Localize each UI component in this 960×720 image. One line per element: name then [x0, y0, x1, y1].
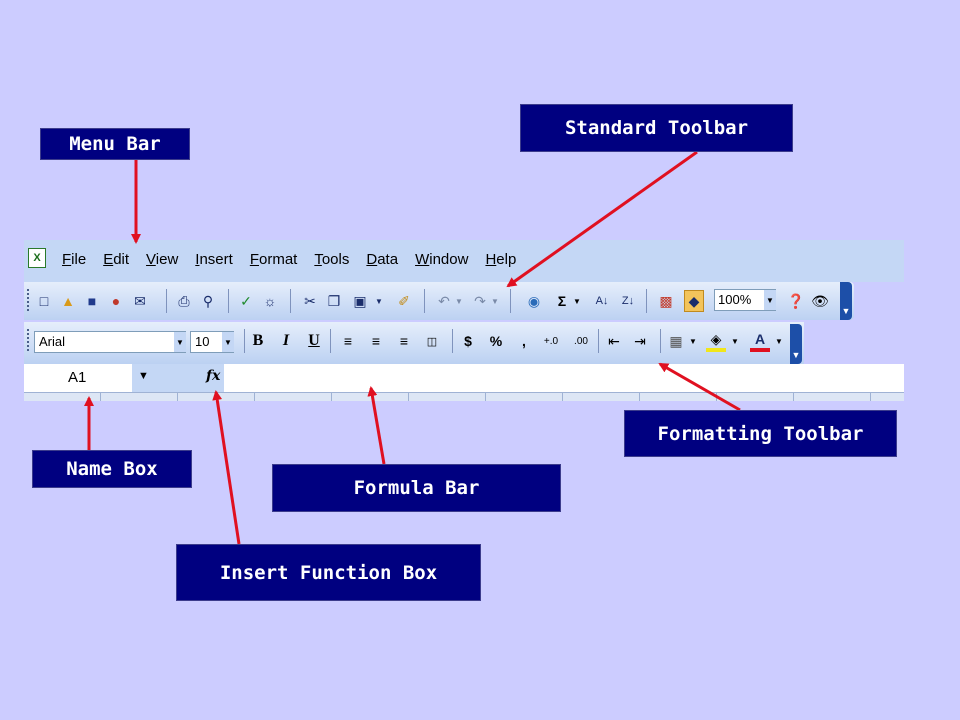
callout-menu-bar: Menu Bar [40, 128, 190, 160]
bold-button[interactable]: B [252, 332, 264, 349]
increase-decimal-button[interactable]: +.0 [543, 335, 559, 347]
separator [290, 289, 291, 313]
paste-icon[interactable]: ▣ [353, 292, 367, 309]
comma-button[interactable]: , [522, 333, 526, 349]
read-icon[interactable]: 👁 [811, 292, 829, 309]
chevron-down-icon[interactable]: ▼ [731, 336, 739, 346]
excel-icon[interactable]: X [28, 248, 46, 268]
research-icon[interactable]: ☼ [263, 293, 277, 309]
sort-descending-icon[interactable]: Z↓ [621, 295, 635, 307]
name-box-dropdown[interactable]: ▼ [132, 364, 224, 392]
callout-insert-function-box: Insert Function Box [176, 544, 481, 601]
separator [244, 329, 245, 353]
font-name-dropdown-icon[interactable]: ▼ [174, 332, 186, 352]
callout-formula-bar: Formula Bar [272, 464, 561, 512]
font-name-select[interactable]: Arial [34, 331, 186, 353]
currency-button[interactable]: $ [464, 333, 472, 349]
separator [598, 329, 599, 353]
copy-icon[interactable]: ❐ [327, 292, 341, 309]
formatting-toolbar: Arial ▼ 10 ▼ B I U ≡ ≡ ≡ ◫ $ % , +.0 .00… [24, 322, 804, 364]
menu-help[interactable]: Help [485, 251, 517, 268]
align-left-icon[interactable]: ≡ [343, 333, 353, 349]
separator [424, 289, 425, 313]
print-icon[interactable]: ⎙ [178, 292, 190, 309]
cut-icon[interactable]: ✂ [304, 292, 316, 309]
hyperlink-icon[interactable]: ◉ [527, 292, 541, 309]
zoom-select[interactable]: 100% [714, 289, 776, 311]
chevron-down-icon[interactable]: ▼ [375, 296, 383, 306]
toolbar-options-icon[interactable]: ▼ [840, 282, 852, 320]
chevron-down-icon[interactable]: ▼ [491, 296, 499, 306]
menu-insert[interactable]: Insert [195, 251, 233, 268]
spelling-icon[interactable]: ✓ [240, 292, 252, 309]
callout-standard-toolbar: Standard Toolbar [520, 104, 793, 152]
chevron-down-icon[interactable]: ▼ [573, 296, 581, 306]
help-icon[interactable]: ❓ [787, 292, 805, 309]
chevron-down-icon[interactable]: ▼ [138, 370, 149, 382]
separator [228, 289, 229, 313]
fill-color-icon[interactable]: ◈ [706, 330, 726, 352]
chart-wizard-icon[interactable]: ▩ [659, 292, 673, 309]
italic-button[interactable]: I [282, 332, 290, 349]
separator [646, 289, 647, 313]
insert-function-button[interactable]: fx [206, 368, 221, 384]
chevron-down-icon[interactable]: ▼ [455, 296, 463, 306]
zoom-dropdown-icon[interactable]: ▼ [764, 290, 776, 310]
align-center-icon[interactable]: ≡ [371, 333, 381, 349]
separator [660, 329, 661, 353]
separator [510, 289, 511, 313]
excel-ui: X File Edit View Insert Format Tools Dat… [24, 240, 904, 401]
menu-format[interactable]: Format [249, 251, 298, 268]
standard-toolbar: □ ▲ ■ ● ✉ ⎙ ⚲ ✓ ☼ ✂ ❐ ▣ ▼ ✐ ↶ ▼ ↷ ▼ ◉ Σ … [24, 282, 854, 320]
menu-data[interactable]: Data [366, 251, 399, 268]
toolbar-options-icon[interactable]: ▼ [790, 324, 802, 364]
menu-bar: X File Edit View Insert Format Tools Dat… [24, 240, 904, 282]
increase-indent-icon[interactable]: ⇥ [634, 332, 646, 349]
open-icon[interactable]: ▲ [61, 293, 75, 309]
formula-bar: A1 ▼ fx [24, 364, 904, 392]
callout-name-box: Name Box [32, 450, 192, 488]
percent-button[interactable]: % [489, 333, 503, 349]
menu-tools[interactable]: Tools [314, 251, 350, 268]
separator [452, 329, 453, 353]
format-painter-icon[interactable]: ✐ [398, 292, 410, 309]
separator [166, 289, 167, 313]
menu-file[interactable]: File [62, 251, 87, 268]
font-size-dropdown-icon[interactable]: ▼ [222, 332, 234, 352]
font-color-icon[interactable]: A [750, 330, 770, 352]
merge-center-icon[interactable]: ◫ [426, 335, 438, 348]
align-right-icon[interactable]: ≡ [399, 333, 409, 349]
permission-icon[interactable]: ● [111, 293, 121, 309]
borders-icon[interactable]: ▦ [669, 332, 683, 349]
separator [330, 329, 331, 353]
print-preview-icon[interactable]: ⚲ [202, 292, 214, 309]
new-icon[interactable]: □ [39, 293, 49, 309]
email-icon[interactable]: ✉ [134, 292, 146, 309]
toolbar-grip[interactable] [27, 329, 29, 353]
formula-input[interactable] [224, 364, 904, 392]
decrease-indent-icon[interactable]: ⇤ [608, 332, 620, 349]
arrow-insert-function [212, 390, 241, 545]
callout-formatting-toolbar: Formatting Toolbar [624, 410, 897, 457]
menu-view[interactable]: View [146, 251, 179, 268]
name-box[interactable]: A1 [24, 364, 132, 392]
redo-icon[interactable]: ↷ [474, 292, 486, 309]
menu-edit[interactable]: Edit [103, 251, 130, 268]
drawing-icon[interactable]: ◆ [684, 290, 704, 312]
chevron-down-icon[interactable]: ▼ [775, 336, 783, 346]
autosum-icon[interactable]: Σ [557, 293, 567, 309]
sort-ascending-icon[interactable]: A↓ [595, 295, 609, 307]
menu-items: File Edit View Insert Format Tools Data … [62, 251, 533, 268]
toolbar-grip[interactable] [27, 289, 29, 313]
column-headers [24, 392, 904, 401]
chevron-down-icon[interactable]: ▼ [689, 336, 697, 346]
menu-window[interactable]: Window [415, 251, 469, 268]
undo-icon[interactable]: ↶ [438, 292, 450, 309]
underline-button[interactable]: U [308, 332, 320, 349]
decrease-decimal-button[interactable]: .00 [574, 335, 588, 347]
save-icon[interactable]: ■ [87, 293, 97, 309]
